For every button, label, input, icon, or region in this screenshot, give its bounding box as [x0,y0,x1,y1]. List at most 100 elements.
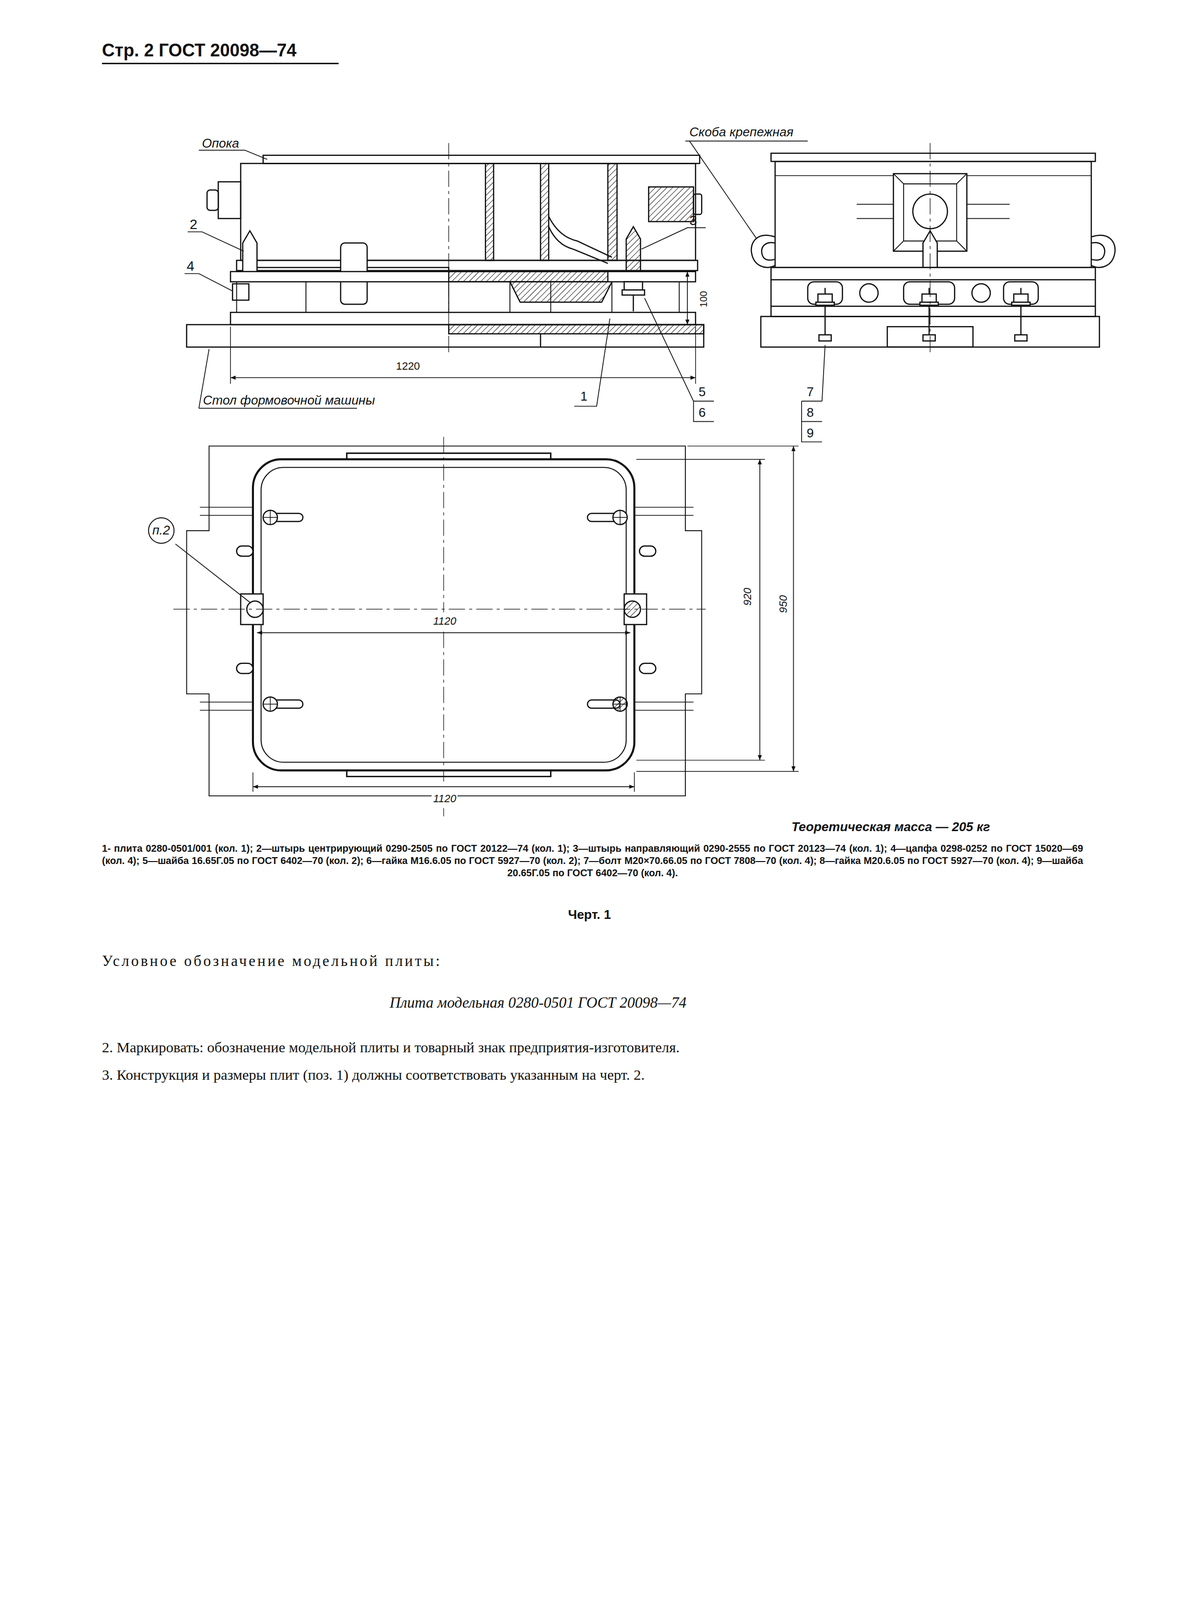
designation-example: Плита модельная 0280-0501 ГОСТ 20098—74 [389,993,687,1012]
rib-section [540,163,550,261]
centering-pin [242,230,257,272]
trunnion [218,181,241,219]
callout-number: 5 [698,384,706,400]
plan-view [173,436,799,817]
stud [632,295,634,312]
side-view [184,143,715,422]
flask-lug [346,452,551,777]
dimension-value: 1220 [394,359,422,373]
flask-flange [263,155,700,164]
extension-line [636,446,799,772]
callout-number: 3 [689,212,698,229]
bolt [920,287,939,341]
mass-note: Теоретическая масса — 205 кг [791,819,990,835]
dimension-line [759,459,761,761]
end-view [685,141,1116,443]
dimension-line [252,786,635,788]
fixing-hole [263,510,278,525]
callout-number: 7 [806,384,814,400]
nut [624,281,643,291]
flask-body [775,161,1092,268]
callout-number: 1 [580,388,588,404]
callout-number: 6 [698,404,706,421]
callout-frame [801,345,826,443]
dimension-value: 920 [741,586,754,608]
dimension-value: 1120 [431,792,458,805]
trunnion-knob [206,189,219,211]
dimension-value: 950 [777,593,790,615]
leader-line [685,141,808,240]
bolt [1011,287,1030,341]
bolt [923,334,936,341]
plate-bottom [230,312,696,325]
plate-section [509,281,612,303]
flask-flange [771,153,1096,162]
bolt [817,294,832,303]
parts-list: 1- плита 0280-0501/001 (кол. 1); 2—штырь… [101,842,1083,879]
dimension-line [256,631,630,633]
trunnion-section [648,186,694,222]
figure-caption: Черт. 1 [566,907,613,923]
callout-number: 2 [189,216,198,233]
end-view [771,279,1096,307]
fixing-hole [263,510,278,525]
page-header: Стр. 2 ГОСТ 20098—74 [101,39,297,61]
dimension-line [230,376,696,378]
table-step [539,333,541,348]
trunnion-slot [639,545,656,556]
plate-top [771,267,1096,280]
extension-line [252,772,635,792]
leader-line [199,150,268,160]
gate-channel [548,216,612,264]
fixing-hole [612,510,628,525]
trunnion-slot [639,663,656,674]
fixing-hole [612,696,628,711]
bolt [819,334,832,341]
fixing-bracket [1091,235,1116,268]
bolt [1013,294,1029,303]
centre-line [929,143,931,352]
fixing-hole [263,696,278,711]
plate-top [230,271,696,282]
trunnion-slot [236,663,253,674]
designation-heading: Условное обозначение модельной плиты: [101,951,442,970]
leader-line [175,543,252,603]
flask-label: Опока [201,135,240,151]
washer [622,289,645,295]
callout-frame [644,298,714,422]
dimension-value: 100 [697,289,710,309]
plate-outline [186,446,703,797]
plate-ribs [236,281,680,313]
machine-table [186,324,704,348]
hole [859,283,879,302]
design-note: 3. Конструкция и размеры плит (поз. 1) д… [101,1065,645,1084]
table-label: Стол формовочной машины [202,392,376,408]
trunnion-slot [236,545,656,674]
bolt [920,301,939,305]
fixing-hole [263,510,628,712]
callout-number: 9 [806,425,814,441]
trunnion-knob [693,194,703,215]
table-section [448,324,704,334]
dimension-value: 1120 [431,614,458,628]
fixing-bracket [751,235,776,268]
reference-circle: п.2 [148,517,175,544]
fixing-hole [263,696,278,711]
marking-note: 2. Маркировать: обозначение модельной пл… [101,1038,680,1056]
rib-section [485,163,494,261]
plate-bottom [771,306,1096,317]
guide-pin [626,226,641,272]
callout-number: 4 [186,257,195,275]
callout-number: 8 [806,404,814,421]
centre-line [173,608,706,610]
trunnion-4 [232,283,249,301]
dimension-line [793,446,795,772]
plate-section [448,271,608,282]
bolt [922,294,937,303]
bolt [1011,301,1030,305]
leader-line [574,318,610,407]
leader-line [184,273,233,291]
